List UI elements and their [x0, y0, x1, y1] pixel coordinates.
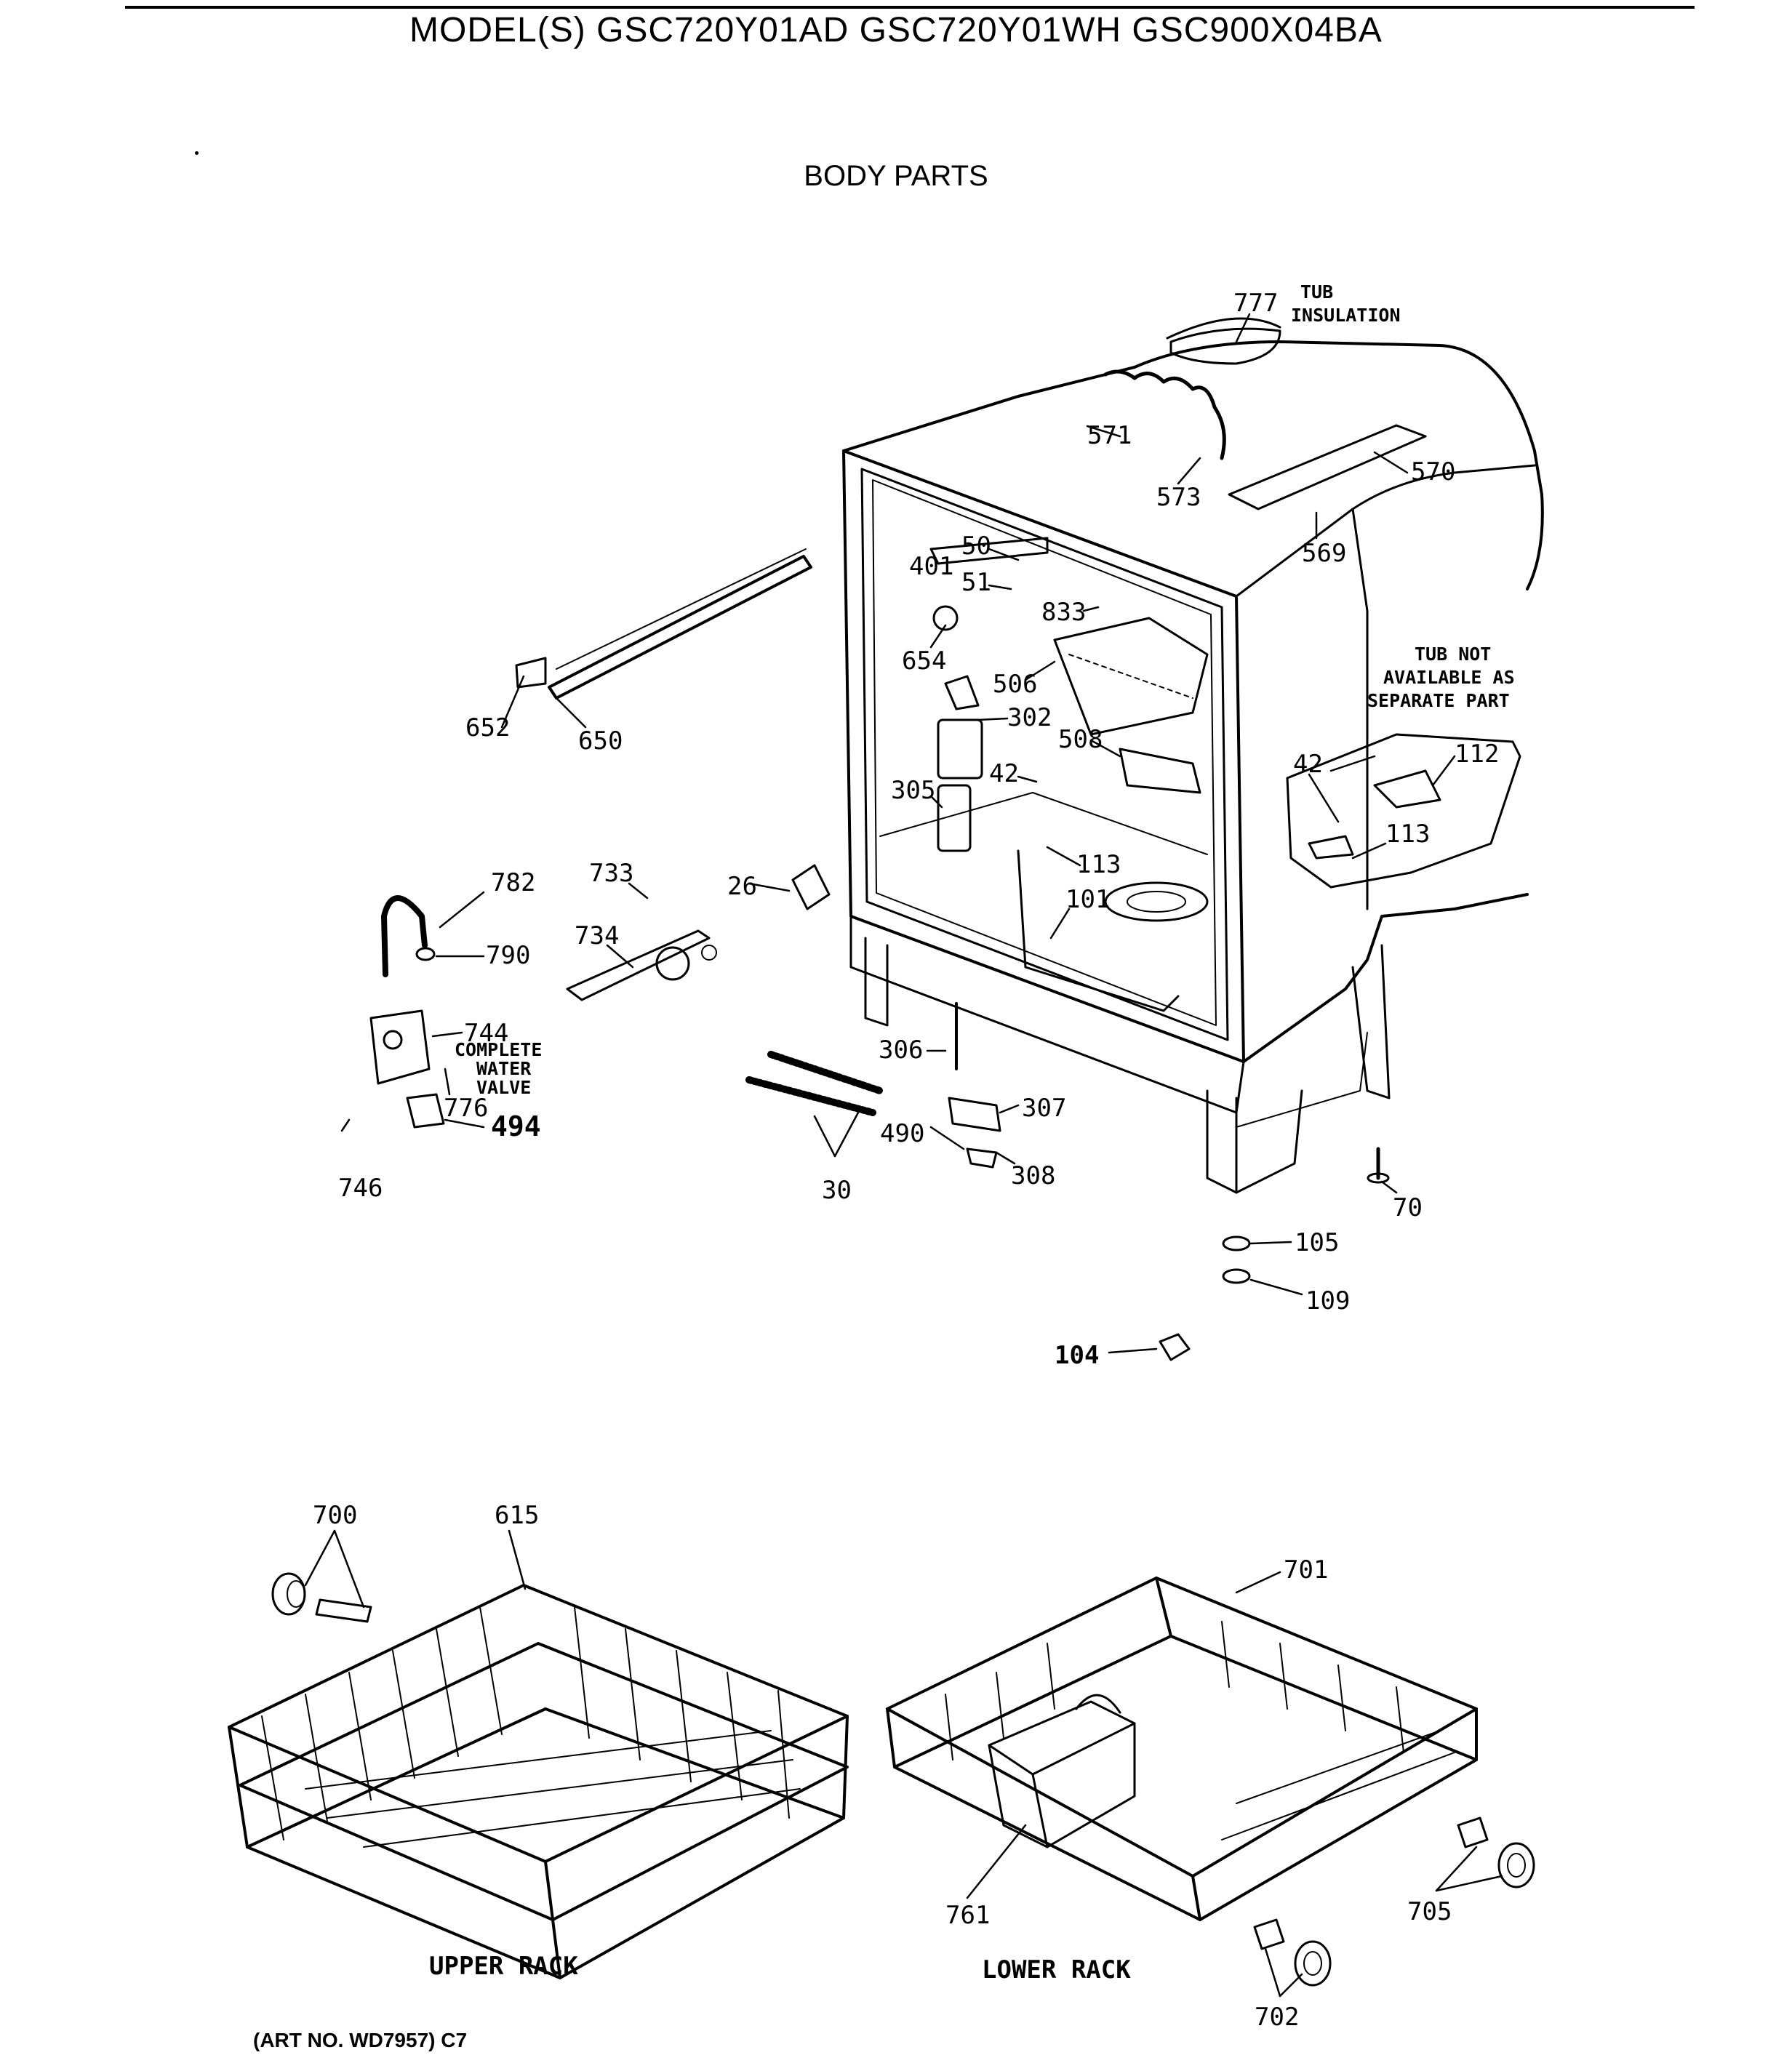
part-label-101: 101 [1065, 885, 1110, 914]
part-label-569: 569 [1302, 539, 1346, 568]
rack-captions: UPPER RACK LOWER RACK [429, 1952, 1131, 1984]
note-tub-insulation-2: INSULATION [1291, 305, 1401, 326]
part-label-302: 302 [1007, 703, 1052, 732]
note-labels: TUB INSULATION TUB NOT AVAILABLE AS SEPA… [455, 281, 1515, 1098]
part-label-42b: 42 [1293, 750, 1323, 779]
part-label-734: 734 [575, 921, 619, 950]
part-label-833: 833 [1041, 598, 1086, 627]
part-label-51: 51 [961, 568, 991, 597]
part-label-761: 761 [945, 1901, 990, 1930]
pump-bracket [566, 929, 717, 1001]
section-title: BODY PARTS [804, 160, 988, 192]
part-label-308: 308 [1011, 1161, 1055, 1190]
part-label-705: 705 [1407, 1897, 1452, 1926]
part-labels: 777 571 573 570 569 50 51 401 833 654 50… [313, 289, 1499, 2032]
note-tub-not-1: TUB NOT [1415, 644, 1491, 665]
part-label-105: 105 [1295, 1228, 1339, 1257]
part-label-782: 782 [491, 868, 535, 897]
part-label-109: 109 [1305, 1286, 1350, 1315]
lower-rack [886, 1577, 1535, 1987]
door-springs [745, 1051, 884, 1116]
lower-rack-label: LOWER RACK [982, 1955, 1131, 1984]
part-label-490: 490 [880, 1119, 924, 1148]
part-label-305: 305 [891, 776, 935, 805]
part-label-571: 571 [1087, 421, 1132, 450]
note-water-valve-2: WATER [476, 1058, 532, 1079]
water-valve [369, 1009, 445, 1129]
part-label-494: 494 [491, 1110, 541, 1142]
part-label-30: 30 [822, 1176, 852, 1205]
hose [381, 895, 436, 977]
part-label-615: 615 [495, 1501, 539, 1530]
note-water-valve-1: COMPLETE [455, 1039, 542, 1060]
upper-rack-label: UPPER RACK [429, 1952, 578, 1981]
art-number: (ART NO. WD7957) C7 [253, 2029, 468, 2051]
leader-lines [304, 313, 1503, 1998]
note-tub-not-2: AVAILABLE AS [1383, 667, 1515, 688]
part-label-307: 307 [1022, 1094, 1066, 1123]
part-label-506: 506 [993, 670, 1037, 699]
part-label-573: 573 [1156, 483, 1201, 512]
part-label-42a: 42 [989, 759, 1019, 788]
small-parts [791, 537, 1390, 1361]
part-label-702: 702 [1255, 2003, 1299, 2032]
part-label-700: 700 [313, 1501, 357, 1530]
bold-part-labels: 494 104 [491, 1110, 1099, 1370]
part-label-26: 26 [727, 872, 757, 901]
part-label-650: 650 [578, 726, 623, 756]
note-tub-insulation-1: TUB [1300, 281, 1333, 303]
dishwasher-tub [842, 317, 1544, 1194]
part-label-701: 701 [1284, 1555, 1328, 1585]
vent-strip [515, 548, 812, 700]
note-tub-not-3: SEPARATE PART [1367, 690, 1510, 711]
part-label-112: 112 [1455, 740, 1499, 769]
part-label-508: 508 [1058, 725, 1103, 754]
part-label-744: 744 [464, 1019, 508, 1048]
part-label-113b: 113 [1385, 820, 1430, 849]
part-label-654: 654 [902, 646, 946, 676]
part-label-401: 401 [909, 552, 953, 581]
part-label-306: 306 [879, 1036, 923, 1065]
model-header: MODEL(S) GSC720Y01AD GSC720Y01WH GSC900X… [409, 11, 1383, 49]
part-label-790: 790 [486, 941, 530, 970]
part-label-104: 104 [1055, 1341, 1099, 1370]
part-label-733: 733 [589, 859, 633, 888]
stray-dot [195, 151, 199, 155]
part-label-746: 746 [338, 1174, 383, 1203]
part-label-777: 777 [1233, 289, 1278, 318]
part-label-50: 50 [961, 532, 991, 561]
part-label-776: 776 [444, 1094, 488, 1123]
top-rule [125, 6, 1695, 9]
part-label-113a: 113 [1076, 850, 1121, 879]
part-label-652: 652 [465, 713, 510, 742]
part-label-570: 570 [1411, 457, 1455, 486]
part-label-70: 70 [1393, 1193, 1423, 1222]
upper-rack [228, 1572, 849, 1979]
tub-not-available-panel [1286, 733, 1521, 889]
note-water-valve-3: VALVE [476, 1077, 531, 1098]
